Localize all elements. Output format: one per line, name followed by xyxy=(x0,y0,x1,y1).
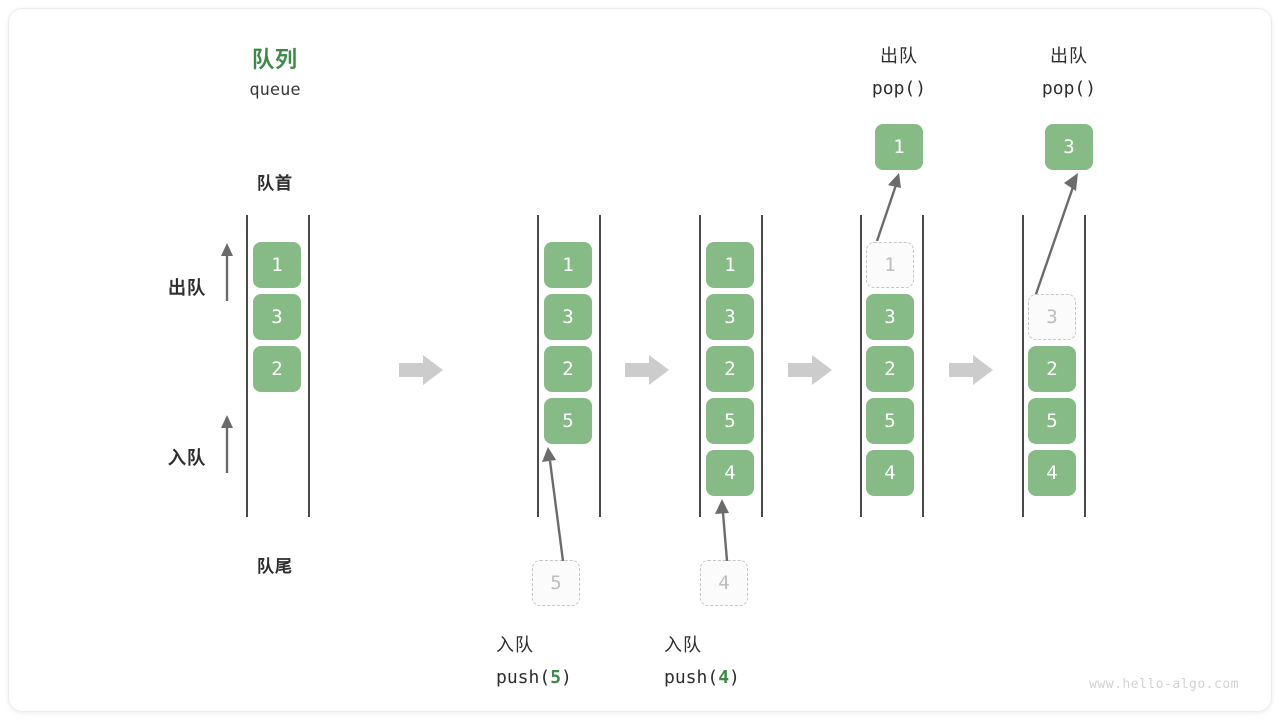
pop-arrow-3 xyxy=(1033,173,1078,298)
pop-1-suffix: ) xyxy=(915,78,927,99)
queue-cell-ghost: 1 xyxy=(866,242,914,288)
queue-cell: 2 xyxy=(253,346,301,392)
queue-cell: 5 xyxy=(544,398,592,444)
push-5-prefix: push( xyxy=(496,667,551,688)
queue-cell: 2 xyxy=(544,346,592,392)
queue-cell: 3 xyxy=(706,294,754,340)
diagram-title-en: queue xyxy=(249,80,301,100)
queue-cell: 2 xyxy=(866,346,914,392)
queue-cell: 2 xyxy=(706,346,754,392)
incoming-ghost-cell: 4 xyxy=(700,560,748,606)
tail-label: 队尾 xyxy=(257,557,293,576)
queue-rail-right-5 xyxy=(1084,215,1086,517)
queue-cell: 1 xyxy=(544,242,592,288)
diagram-title-cn: 队列 xyxy=(251,47,298,72)
popped-cell: 3 xyxy=(1045,124,1093,170)
push-5-suffix: ) xyxy=(561,667,572,688)
head-label: 队首 xyxy=(257,174,293,193)
queue-cell: 1 xyxy=(253,242,301,288)
queue-cell: 1 xyxy=(706,242,754,288)
dequeue-direction-arrow xyxy=(221,243,233,301)
queue-rail-left-2 xyxy=(537,215,539,517)
stage-transition-arrow xyxy=(399,355,443,385)
pop-1-prefix: pop( xyxy=(871,78,916,99)
enqueue-arrow-5 xyxy=(542,447,565,562)
queue-cell: 4 xyxy=(866,450,914,496)
queue-cell-empty xyxy=(1028,242,1076,288)
pop-3-label-cn: 出队 xyxy=(1050,46,1088,66)
queue-cell: 5 xyxy=(866,398,914,444)
queue-cell: 2 xyxy=(1028,346,1076,392)
queue-rail-right-1 xyxy=(308,215,310,517)
queue-rail-left-5 xyxy=(1022,215,1024,517)
push-4-suffix: ) xyxy=(729,667,740,688)
push-5-label-code: push(5) xyxy=(496,667,656,688)
enqueue-direction-arrow xyxy=(221,415,233,473)
stage-transition-arrow xyxy=(788,355,832,385)
push-5-label-cn: 入队 xyxy=(496,635,534,655)
incoming-ghost-cell: 5 xyxy=(532,560,580,606)
queue-cell: 4 xyxy=(706,450,754,496)
queue-cell-ghost: 3 xyxy=(1028,294,1076,340)
push-4-label-cn: 入队 xyxy=(664,635,702,655)
queue-cell: 4 xyxy=(1028,450,1076,496)
queue-cell: 5 xyxy=(706,398,754,444)
push-4-label-code: push(4) xyxy=(664,667,824,688)
push-5-arg: 5 xyxy=(550,667,562,688)
queue-rail-left-3 xyxy=(699,215,701,517)
queue-cell: 5 xyxy=(1028,398,1076,444)
pop-1-label-cn: 出队 xyxy=(880,46,918,66)
stage-transition-arrow xyxy=(625,355,669,385)
pop-3-suffix: ) xyxy=(1085,78,1097,99)
queue-rail-right-4 xyxy=(922,215,924,517)
popped-cell: 1 xyxy=(875,124,923,170)
queue-rail-left-4 xyxy=(860,215,862,517)
pop-3-label-code: pop() xyxy=(1019,78,1119,99)
queue-rail-right-2 xyxy=(599,215,601,517)
queue-rail-left-1 xyxy=(246,215,248,517)
diagram-card: 队列 queue 队首 队尾 出队 入队 1 3 2 1 3 2 5 5 入队 … xyxy=(8,8,1272,712)
queue-cell: 3 xyxy=(544,294,592,340)
dequeue-label: 出队 xyxy=(168,278,206,298)
enqueue-label: 入队 xyxy=(168,448,206,468)
enqueue-arrow-4 xyxy=(715,499,729,562)
watermark: www.hello-algo.com xyxy=(1089,677,1239,692)
push-4-prefix: push( xyxy=(664,667,719,688)
pop-3-prefix: pop( xyxy=(1041,78,1086,99)
pop-1-label-code: pop() xyxy=(849,78,949,99)
push-4-arg: 4 xyxy=(718,667,730,688)
queue-rail-right-3 xyxy=(761,215,763,517)
queue-cell: 3 xyxy=(866,294,914,340)
stage-transition-arrow xyxy=(949,355,993,385)
queue-cell: 3 xyxy=(253,294,301,340)
pop-arrow-1 xyxy=(875,173,901,242)
